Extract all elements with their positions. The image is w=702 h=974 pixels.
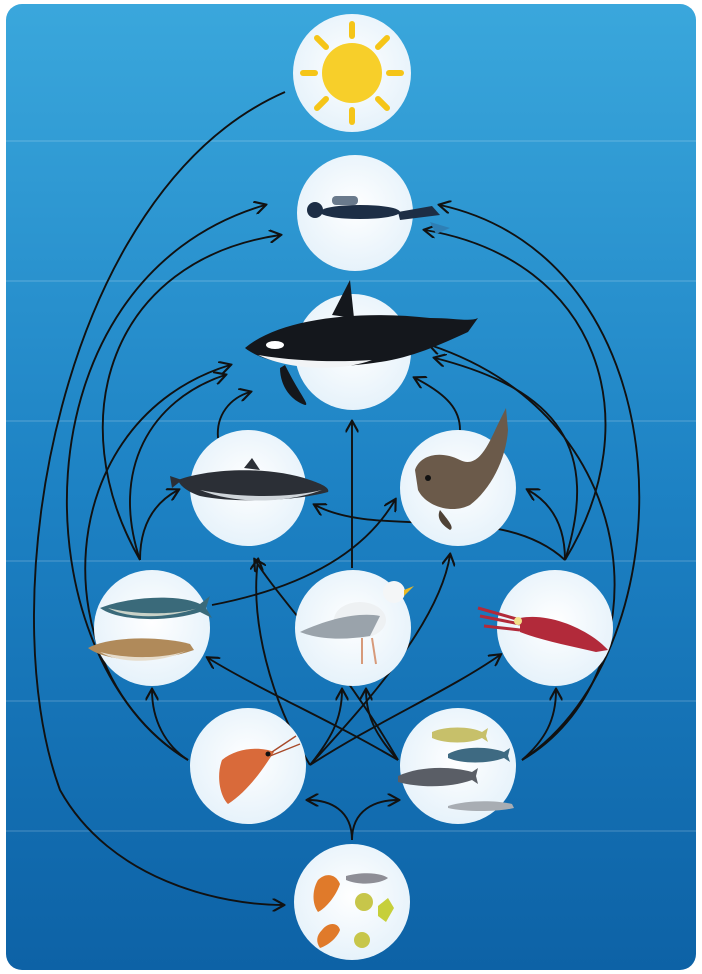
sun-icon — [293, 14, 411, 132]
plankton-icon — [294, 844, 410, 960]
krill-icon — [190, 708, 306, 824]
